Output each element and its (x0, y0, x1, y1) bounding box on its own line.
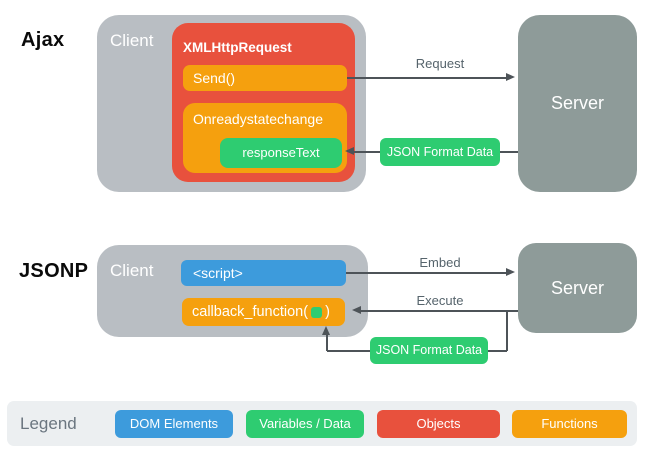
embed-arrow-label: Embed (419, 255, 461, 270)
execute-arrowhead-icon (352, 306, 361, 314)
jsonp-connector-up-line (326, 335, 328, 351)
ajax-return-arrowhead-icon (345, 147, 354, 155)
ajax-section-label: Ajax (21, 29, 65, 51)
jsonp-server-label: Server (550, 277, 604, 298)
ajax-client-label: Client (110, 31, 154, 50)
script-tag-box: <script> (181, 260, 346, 286)
request-arrow-label: Request (415, 56, 465, 71)
legend-title: Legend (20, 414, 77, 433)
execute-arrow-line (361, 310, 518, 312)
execute-arrow-label: Execute (416, 293, 464, 308)
legend-item-functions: Functions (512, 410, 627, 438)
ajax-server-label: Server (550, 93, 604, 113)
jsonp-json-data-badge: JSON Format Data (370, 337, 488, 364)
legend-item-variables-data: Variables / Data (246, 410, 364, 438)
jsonp-up-arrowhead-icon (322, 326, 330, 335)
legend-item-dom-elements: DOM Elements (115, 410, 233, 438)
legend-item-objects: Objects (377, 410, 500, 438)
callback-function-box: callback_function( ) (182, 298, 345, 326)
embed-arrow-line (346, 272, 507, 274)
ajax-return-line-right (500, 151, 518, 153)
jsonp-connector-right-line (488, 350, 507, 352)
send-box: Send() (183, 65, 347, 91)
embed-arrowhead-icon (506, 268, 515, 276)
ajax-server-box: Server (518, 15, 637, 192)
ajax-json-data-badge: JSON Format Data (380, 138, 500, 166)
callback-function-prefix: callback_function( (192, 304, 309, 320)
request-arrowhead-icon (506, 73, 515, 81)
jsonp-connector-left-line (327, 350, 370, 352)
jsonp-client-label: Client (110, 261, 154, 280)
onreadystatechange-label: Onreadystatechange (193, 111, 323, 127)
jsonp-connector-down-line (506, 310, 508, 351)
jsonp-server-box: Server (518, 243, 637, 333)
responsetext-box: responseText (220, 138, 342, 168)
ajax-return-line-left (354, 151, 380, 153)
jsonp-section-label: JSONP (19, 260, 89, 282)
json-param-square-icon (311, 306, 323, 318)
callback-function-suffix: ) (325, 304, 330, 320)
xmlhttprequest-label: XMLHttpRequest (183, 40, 292, 55)
request-arrow-line (347, 77, 507, 79)
